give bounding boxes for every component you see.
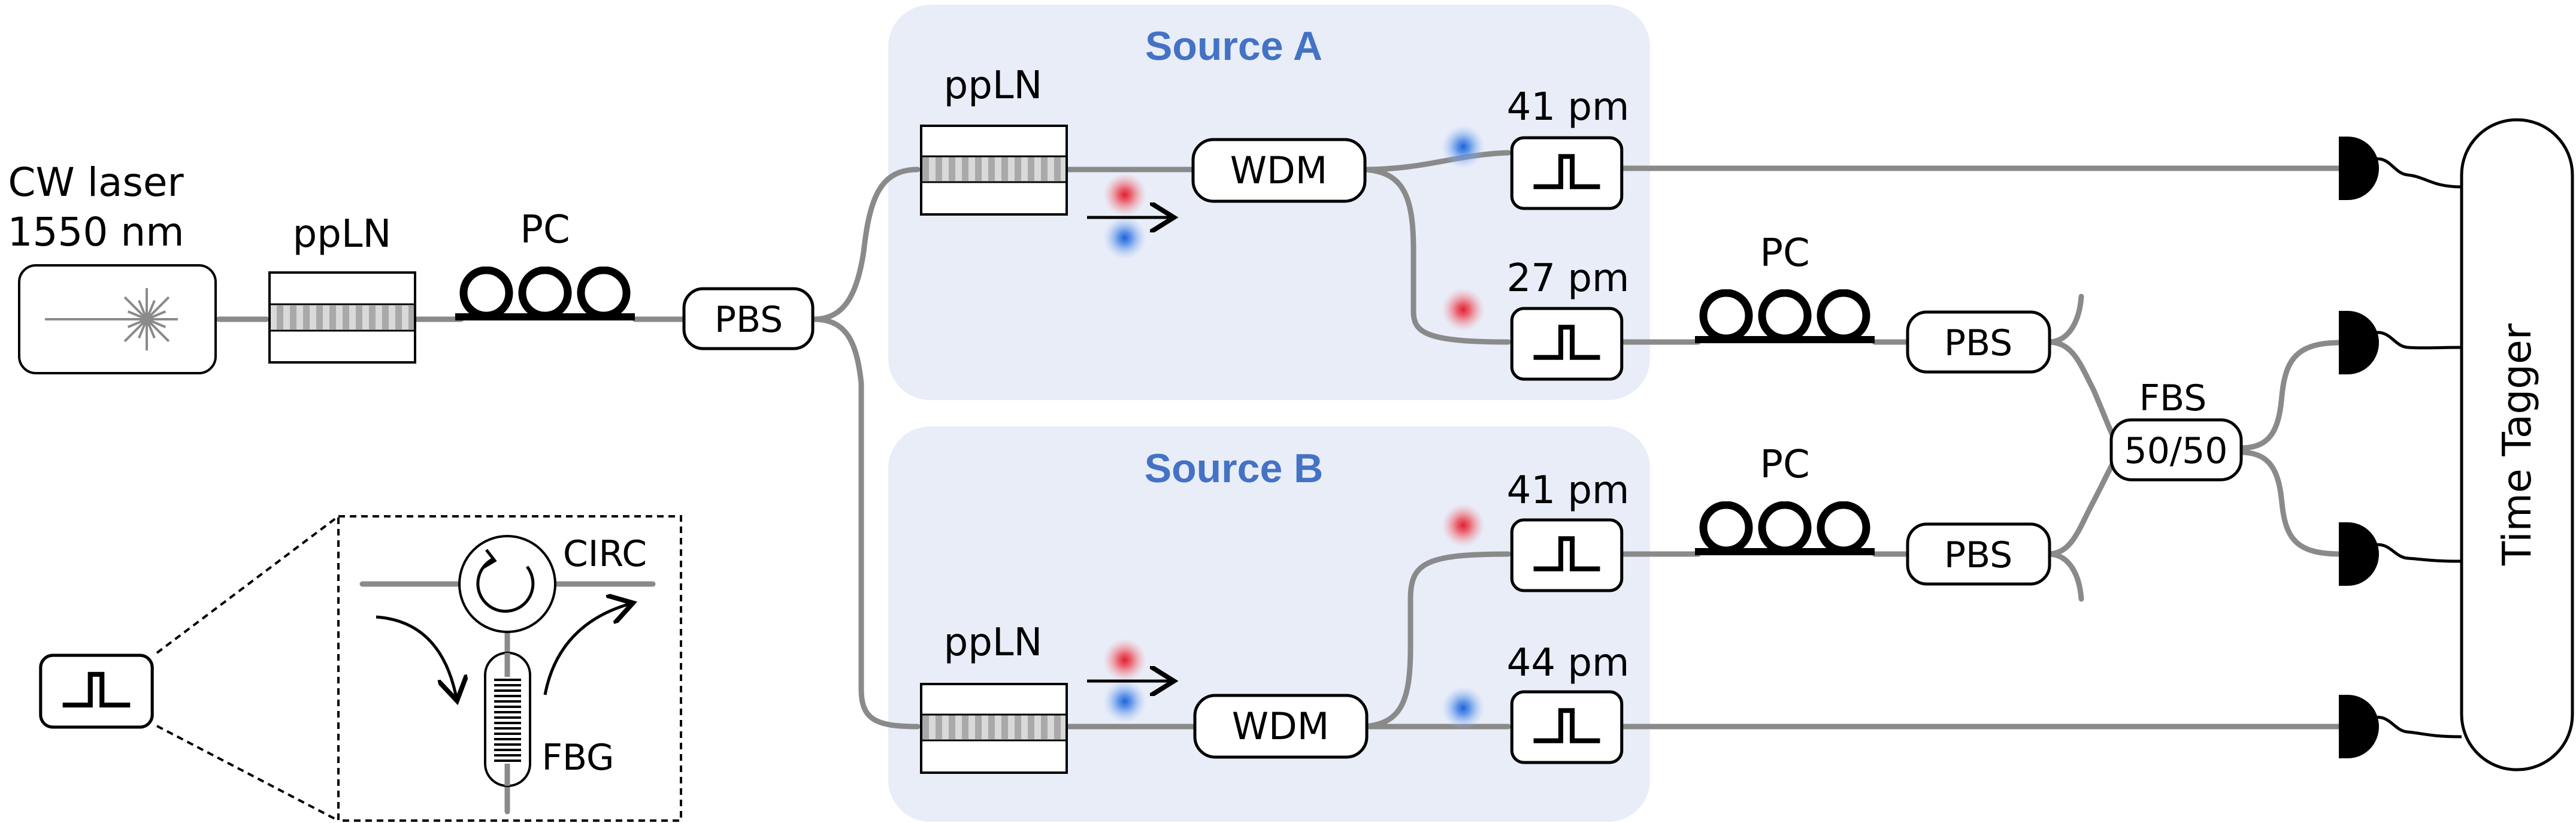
pump-pbs-label: PBS xyxy=(715,299,783,341)
time-tagger-label: Time Tagger xyxy=(2494,323,2540,566)
cable-det-1 xyxy=(2368,157,2462,189)
fiber-wdm-a-to-filter-top xyxy=(1361,150,1511,173)
source-a-filter-top-label: 41 pm xyxy=(1507,85,1630,129)
source-a-ppln-label: ppLN xyxy=(944,63,1043,108)
fiber-pbs-a-out-upper xyxy=(2045,294,2084,345)
source-b-title: Source B xyxy=(1145,446,1324,491)
inset-outgoing-arrow-icon xyxy=(543,604,630,695)
source-b-pc-icon xyxy=(1695,505,1875,555)
circulator-icon xyxy=(458,535,556,633)
source-a-pbs-label: PBS xyxy=(1944,322,2012,364)
source-b-pbs-box xyxy=(1906,522,2051,586)
source-a-filter-bottom-icon xyxy=(1512,308,1621,379)
source-a-pc-icon xyxy=(1695,293,1875,343)
source-b-pbs-label: PBS xyxy=(1944,534,2012,576)
pump-pc-label: PC xyxy=(520,208,570,252)
source-b-filter-top-label: 41 pm xyxy=(1507,468,1630,513)
detector-2-icon xyxy=(2339,311,2379,374)
source-b-ppln-crystal xyxy=(920,683,1068,774)
cable-det-4 xyxy=(2368,715,2462,739)
circ-label: CIRC xyxy=(563,533,647,575)
source-a-pc-label: PC xyxy=(1760,231,1809,276)
fiber-fbs-to-det-upper xyxy=(2237,340,2344,451)
detector-4-icon xyxy=(2339,695,2379,758)
fbg-grating-icon xyxy=(484,652,531,787)
source-b-filter-bottom-label: 44 pm xyxy=(1507,641,1630,685)
fiber-pbs-to-source-b xyxy=(810,316,921,730)
source-a-filter-bottom-label: 27 pm xyxy=(1507,256,1630,301)
fiber-pbs-to-source-a xyxy=(810,167,921,322)
circulator-arrowhead-icon xyxy=(482,549,497,570)
source-b-red-photon-pair xyxy=(1103,639,1146,682)
inset-filter-icon xyxy=(41,655,152,727)
fbs-ratio-label: 50/50 xyxy=(2124,430,2228,472)
laser-beam-icon xyxy=(45,288,178,350)
time-tagger-box xyxy=(2460,118,2574,771)
source-b-wdm-box xyxy=(1193,694,1369,759)
pump-ppln-crystal xyxy=(268,271,416,364)
source-a-red-photon-pair xyxy=(1103,173,1146,216)
inset-incoming-arrow-icon xyxy=(376,615,456,698)
source-a-ppln-crystal xyxy=(920,125,1068,216)
cw-laser-wavelength: 1550 nm xyxy=(7,209,184,255)
source-a-wdm-box xyxy=(1191,138,1367,203)
source-a-pbs-box xyxy=(1906,310,2051,374)
source-b-pc-label: PC xyxy=(1760,443,1809,487)
source-b-blue-photon-pair xyxy=(1103,680,1146,723)
circulator-arrow-icon xyxy=(476,558,535,613)
inset-frame xyxy=(337,515,682,822)
fiber-pbs-b-out-lower xyxy=(2045,551,2084,602)
fbs-box xyxy=(2109,418,2243,482)
fiber-fbs-to-det-lower xyxy=(2237,449,2344,557)
fiber-pbs-b-to-fbs xyxy=(2045,449,2123,557)
detector-cables xyxy=(2368,157,2462,739)
source-b-filter-bottom-icon xyxy=(1512,692,1621,763)
source-b-wdm-label: WDM xyxy=(1232,704,1330,748)
source-b-filter-top-icon xyxy=(1512,520,1621,591)
inset-zoom-line-top xyxy=(156,515,340,654)
source-a-wdm-label: WDM xyxy=(1230,149,1328,192)
source-b-red-photon-out xyxy=(1442,504,1485,547)
detector-1-icon xyxy=(2339,137,2379,200)
source-a-blue-photon-pair xyxy=(1103,216,1146,259)
source-a-red-photon-out xyxy=(1442,288,1485,331)
fbs-label: FBS xyxy=(2139,377,2207,419)
fiber-pbs-a-to-fbs xyxy=(2045,339,2123,451)
fiber-network xyxy=(216,150,2344,815)
source-b-blue-photon-out xyxy=(1442,686,1485,730)
fiber-wdm-b-to-filter-top xyxy=(1361,551,1511,730)
inset-zoom-line-bottom xyxy=(156,725,339,822)
pump-ppln-label: ppLN xyxy=(293,212,392,256)
cable-det-2 xyxy=(2368,331,2462,350)
source-a-title: Source A xyxy=(1145,23,1322,69)
source-a-blue-photon-out xyxy=(1442,125,1485,168)
cable-det-3 xyxy=(2368,543,2462,563)
cw-laser-label: CW laser xyxy=(8,159,184,205)
pump-pc-icon xyxy=(455,270,635,320)
fbg-label: FBG xyxy=(541,737,614,779)
source-a-filter-top-icon xyxy=(1512,138,1621,208)
fiber-wdm-a-to-filter-bottom xyxy=(1361,167,1511,345)
detector-3-icon xyxy=(2339,522,2379,586)
source-b-ppln-label: ppLN xyxy=(944,621,1043,665)
pump-pbs-box xyxy=(682,287,815,350)
